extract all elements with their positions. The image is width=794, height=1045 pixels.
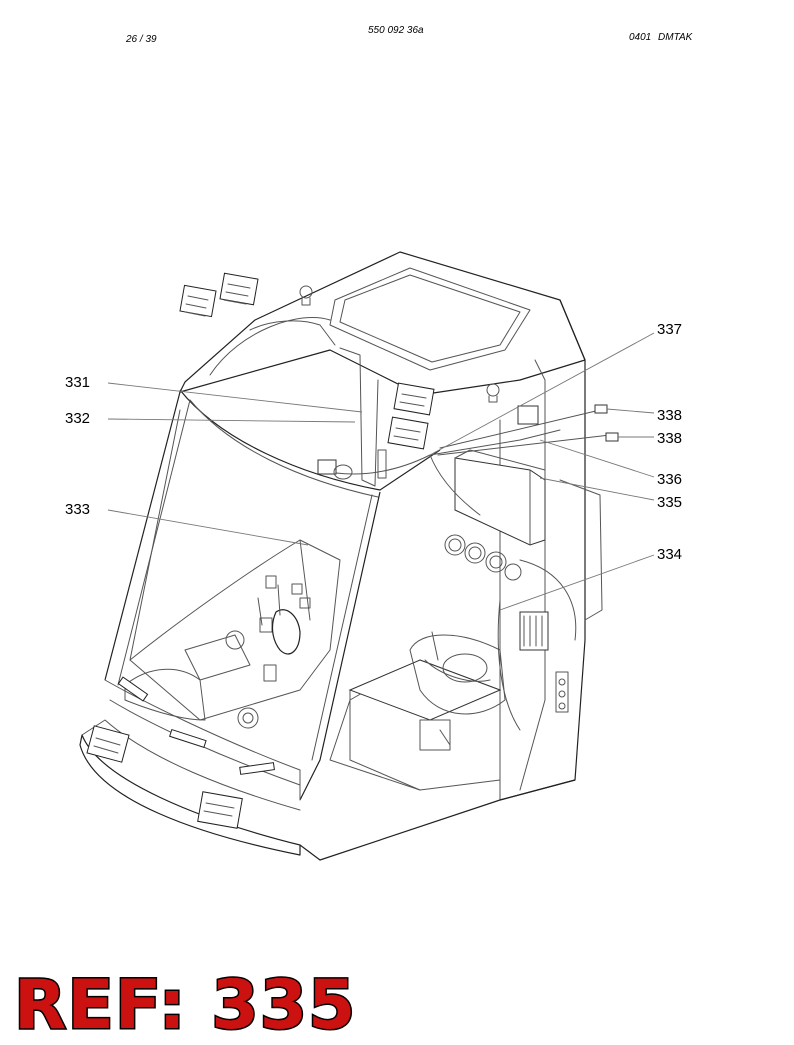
leader-334 — [500, 555, 654, 610]
callout-336: 336 — [657, 471, 683, 488]
callout-335: 335 — [657, 494, 683, 511]
document-code: 0401 DMTAK — [629, 32, 693, 43]
work-light-bumper-left — [87, 726, 129, 762]
callout-338-upper: 338 — [657, 407, 683, 424]
connector-338-upper — [595, 405, 607, 413]
work-light-top-left — [180, 273, 258, 316]
cab-floor — [300, 660, 575, 860]
relay-331 — [318, 460, 352, 479]
dash-cushion — [125, 669, 205, 720]
leader-337 — [430, 333, 654, 455]
leader-331 — [108, 383, 362, 412]
callout-331: 331 — [65, 374, 91, 391]
leader-lines — [108, 333, 654, 610]
windshield-frame — [105, 390, 440, 800]
callout-338-lower: 338 — [657, 430, 683, 447]
relay-block — [520, 612, 548, 650]
callout-332: 332 — [65, 410, 91, 427]
lifting-eye-right — [487, 384, 499, 402]
connector-338-lower — [606, 433, 618, 441]
leader-333 — [108, 510, 308, 545]
callout-337: 337 — [657, 321, 683, 338]
leader-332 — [108, 419, 355, 422]
reference-banner: REF: 335 — [12, 966, 357, 1045]
leader-335 — [540, 478, 654, 500]
work-light-roof-center — [388, 383, 434, 449]
gauge-cluster — [445, 535, 521, 580]
page-number: 26 / 39 — [126, 34, 157, 45]
cab-roof — [180, 252, 585, 395]
marker-strips — [118, 677, 274, 774]
lifting-eye-left — [300, 286, 312, 305]
work-light-bumper-center — [198, 792, 243, 828]
document-number: 550 092 36a — [368, 25, 424, 36]
callout-333: 333 — [65, 501, 91, 518]
leader-336 — [540, 440, 654, 477]
cab-rear-post — [500, 300, 602, 800]
side-switches — [556, 672, 568, 712]
callout-334: 334 — [657, 546, 683, 563]
control-console — [130, 540, 340, 728]
bracket-332 — [340, 348, 386, 486]
steering-unit — [410, 632, 505, 750]
component-337 — [518, 406, 538, 424]
leader-338a — [607, 409, 654, 413]
control-box — [455, 450, 545, 545]
